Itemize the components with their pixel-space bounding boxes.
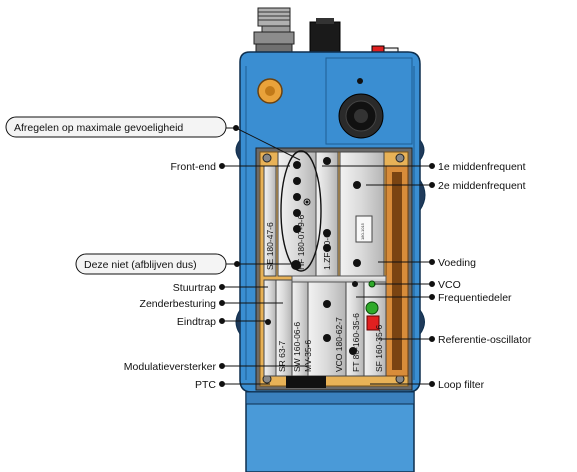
module-stuurtrap-frame	[263, 279, 277, 377]
module-zf-label: 1.ZF 40-6	[322, 233, 332, 270]
label-afregelen: Afregelen op maximale gevoeligheid	[14, 122, 183, 134]
antenna-connector	[253, 7, 295, 55]
module-sr-label: SR 63-7	[277, 341, 287, 372]
label-modulatieversterker: Modulatieversterker	[124, 361, 217, 373]
label-zenderbesturing: Zenderbesturing	[140, 298, 217, 310]
channel-knob	[309, 18, 341, 53]
module-ft-label: FT 80-160-35-6	[351, 313, 361, 372]
label-middenfrequent-1: 1e middenfrequent	[438, 161, 526, 173]
orange-screw	[257, 78, 283, 104]
label-loop-filter: Loop filter	[438, 379, 485, 391]
module-vco-label: VCO 180-62-7	[334, 317, 344, 372]
audio-socket	[338, 78, 384, 139]
label-vco: VCO	[438, 279, 461, 291]
svg-text:180-1015: 180-1015	[360, 222, 365, 240]
label-middenfrequent-2: 2e middenfrequent	[438, 180, 526, 192]
module-se-label: SE 180-47-6	[265, 222, 275, 270]
adjustment-holes	[265, 157, 361, 355]
callout-afregelen: Afregelen op maximale gevoeligheid	[5, 116, 227, 138]
label-frequentiedeler: Frequentiedeler	[438, 292, 512, 304]
left-labels: Front-end Stuurtrap Zenderbesturing Eind…	[124, 161, 217, 391]
label-voeding: Voeding	[438, 257, 476, 269]
module-mv-label: MV-35-6	[303, 340, 313, 372]
module-vco-frame	[307, 279, 347, 377]
right-labels: 1e middenfrequent 2e middenfrequent Voed…	[438, 161, 532, 391]
module-sw-label: SW 160-06-6	[292, 322, 302, 372]
label-stuurtrap: Stuurtrap	[173, 282, 216, 294]
module-sf-label: SF 160-35-6	[374, 324, 384, 372]
green-indicator	[365, 301, 379, 315]
label-deze-niet: Deze niet (afblijven dus)	[84, 259, 197, 271]
label-eindtrap: Eindtrap	[177, 316, 216, 328]
label-referentie-oscillator: Referentie-oscillator	[438, 334, 532, 346]
battery-pack	[245, 391, 415, 472]
module-mf2-frame	[339, 151, 385, 277]
modules: 180-1015	[263, 151, 409, 388]
callout-deze-niet: Deze niet (afblijven dus)	[75, 253, 227, 275]
voeding-strip	[392, 172, 402, 370]
module-hf-label: HF 180-07-9-6	[296, 214, 306, 270]
label-front-end: Front-end	[170, 161, 216, 173]
ptc-block	[286, 376, 326, 388]
adjust-ellipse	[280, 150, 322, 272]
red-indicator	[366, 315, 380, 331]
label-ptc: PTC	[195, 379, 216, 391]
module-labels: HF 180-07-9-6 1.ZF 40-6 SE 180-47-6 SR 6…	[265, 214, 384, 372]
leader-lines	[219, 125, 435, 387]
